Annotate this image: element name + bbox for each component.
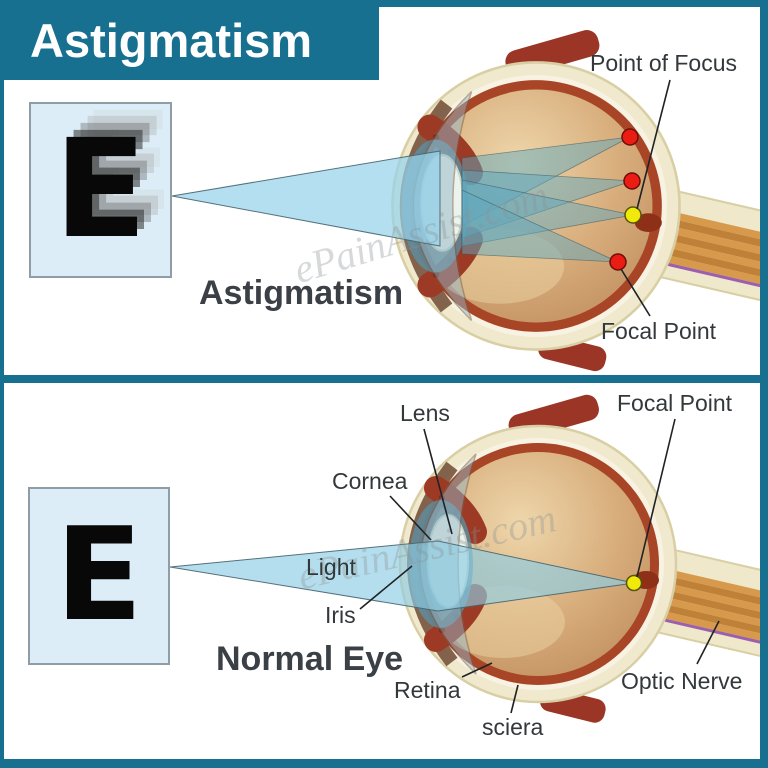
cornea-line [389, 495, 432, 541]
caption-astigmatism: Astigmatism [199, 274, 404, 312]
frame-left [0, 0, 4, 768]
focus-dot-yellow-top [624, 206, 642, 224]
lens-line [423, 428, 453, 535]
caption-normal-eye: Normal Eye [216, 640, 404, 678]
sciera-line [510, 684, 519, 714]
chart-letter-sharp: E [55, 501, 143, 650]
page-title: Astigmatism [30, 13, 313, 67]
label-light: Light [306, 554, 356, 580]
eye-chart-sharp: E [28, 487, 170, 665]
focal-point-top-line [620, 268, 651, 317]
focus-dot-red-2 [623, 172, 641, 190]
focal-point-bottom-line [636, 418, 676, 578]
label-optic-nerve: Optic Nerve [621, 668, 743, 694]
focus-dot-red-1 [621, 128, 639, 146]
focus-dot-red-3 [609, 253, 627, 271]
frame-bottom [0, 759, 768, 768]
retina-line [461, 662, 493, 678]
refracted-rays [461, 136, 634, 263]
point-of-focus-line [636, 79, 671, 210]
optic-nerve-line [696, 620, 720, 665]
frame-right [760, 0, 768, 768]
panel-divider [0, 375, 768, 383]
frame-top [0, 0, 768, 7]
label-focal-point-bottom: Focal Point [617, 390, 733, 416]
eye-chart-blurry: E [29, 102, 172, 278]
label-retina: Retina [394, 677, 461, 703]
label-iris: Iris [325, 602, 356, 628]
chart-letter-blurry: E [54, 111, 147, 269]
label-focal-point-top: Focal Point [601, 318, 717, 344]
light-cone-top [171, 150, 441, 247]
label-lens: Lens [400, 400, 450, 426]
label-point-of-focus: Point of Focus [590, 50, 738, 76]
header-banner: Astigmatism [0, 0, 379, 80]
iris-line [359, 565, 413, 610]
label-cornea: Cornea [332, 468, 408, 494]
label-sciera: sciera [482, 714, 544, 740]
focus-dot-yellow-bottom [625, 574, 643, 592]
